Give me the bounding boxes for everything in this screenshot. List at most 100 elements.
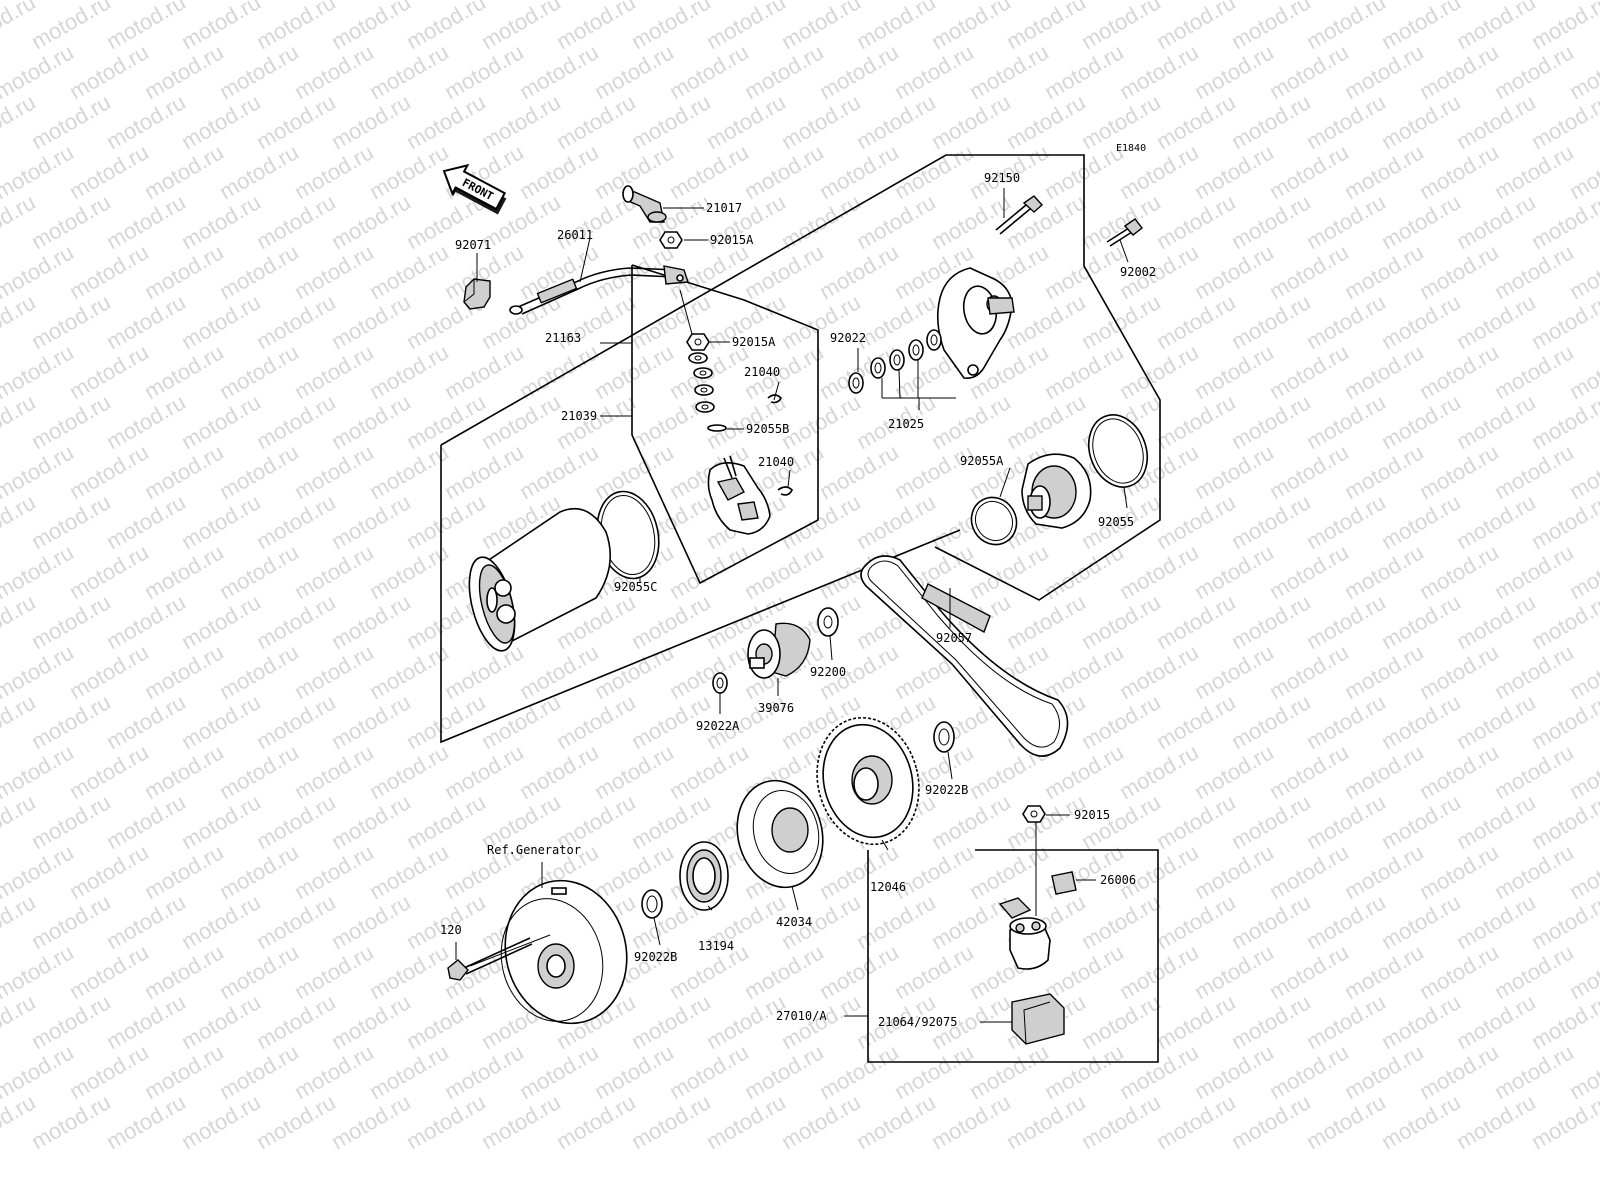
watermark-text: motod.ru xyxy=(365,739,453,804)
part-21039-brush-holder xyxy=(707,455,771,535)
watermark-text: motod.ru xyxy=(1490,1039,1578,1104)
watermark-text: motod.ru xyxy=(252,1089,340,1154)
label-92022A: 92022A xyxy=(696,719,740,733)
watermark-text: motod.ru xyxy=(1040,939,1128,1004)
watermark-text: motod.ru xyxy=(965,1039,1053,1104)
watermark-text: motod.ru xyxy=(815,839,903,904)
watermark-text: motod.ru xyxy=(1415,239,1503,304)
part-21040-clip-a xyxy=(767,394,782,404)
watermark-text: motod.ru xyxy=(402,989,490,1054)
watermark-text: motod.ru xyxy=(777,89,865,154)
watermark-text: motod.ru xyxy=(740,939,828,1004)
watermark-text: motod.ru xyxy=(27,389,115,454)
watermark-text: motod.ru xyxy=(102,989,190,1054)
watermark-text: motod.ru xyxy=(1340,739,1428,804)
label-92022B-right: 92022B xyxy=(925,783,968,797)
part-120-bolt xyxy=(447,937,533,981)
watermark-text: motod.ru xyxy=(590,639,678,704)
watermark-text: motod.ru xyxy=(27,589,115,654)
watermark-text: motod.ru xyxy=(1452,289,1540,354)
watermark-text: motod.ru xyxy=(1077,989,1165,1054)
watermark-text: motod.ru xyxy=(1115,639,1203,704)
watermark-text: motod.ru xyxy=(102,389,190,454)
watermark-text: motod.ru xyxy=(365,439,453,504)
watermark-text: motod.ru xyxy=(927,0,1015,54)
watermark-text: motod.ru xyxy=(552,89,640,154)
watermark-text: motod.ru xyxy=(590,739,678,804)
watermark-text: motod.ru xyxy=(215,239,303,304)
watermark-text: motod.ru xyxy=(1040,839,1128,904)
watermark-text: motod.ru xyxy=(627,89,715,154)
watermark-text: motod.ru xyxy=(552,1089,640,1154)
watermark-text: motod.ru xyxy=(402,0,490,54)
part-generator-rotor xyxy=(500,879,628,1025)
label-39076: 39076 xyxy=(758,701,794,715)
label-92055C: 92055C xyxy=(614,580,657,594)
watermark-text: motod.ru xyxy=(365,1039,453,1104)
watermark-text: motod.ru xyxy=(215,39,303,104)
watermark-text: motod.ru xyxy=(1302,889,1390,954)
label-21064-92075: 21064/92075 xyxy=(878,1015,957,1029)
watermark-text: motod.ru xyxy=(1265,1039,1353,1104)
watermark-text: motod.ru xyxy=(1490,639,1578,704)
watermark-text: motod.ru xyxy=(365,939,453,1004)
watermark-text: motod.ru xyxy=(777,489,865,554)
watermark-text: motod.ru xyxy=(1452,1089,1540,1154)
part-42034-clutch-housing xyxy=(736,779,824,889)
watermark-text: motod.ru xyxy=(1227,89,1315,154)
label-92071: 92071 xyxy=(455,238,491,252)
watermark-text: motod.ru xyxy=(777,389,865,454)
watermark-text: motod.ru xyxy=(1452,589,1540,654)
watermark-text: motod.ru xyxy=(1152,0,1240,54)
part-92015A-nut-mid xyxy=(686,333,710,351)
watermark-text: motod.ru xyxy=(1227,489,1315,554)
label-26011: 26011 xyxy=(557,228,593,242)
watermark-text: motod.ru xyxy=(440,739,528,804)
watermark-text: motod.ru xyxy=(1377,689,1465,754)
watermark-text: motod.ru xyxy=(1115,1039,1203,1104)
label-92057: 92057 xyxy=(936,631,972,645)
label-120: 120 xyxy=(440,923,462,937)
watermark-text: motod.ru xyxy=(290,39,378,104)
watermark-text: motod.ru xyxy=(402,789,490,854)
watermark-text: motod.ru xyxy=(1190,839,1278,904)
watermark-text: motod.ru xyxy=(1265,539,1353,604)
watermark-text: motod.ru xyxy=(65,139,153,204)
watermark-text: motod.ru xyxy=(290,839,378,904)
watermark-text: motod.ru xyxy=(1152,989,1240,1054)
watermark-text: motod.ru xyxy=(852,0,940,54)
watermark-text: motod.ru xyxy=(252,889,340,954)
watermark-text: motod.ru xyxy=(1415,639,1503,704)
part-92150-bolt xyxy=(995,195,1043,235)
watermark-text: motod.ru xyxy=(1265,339,1353,404)
watermark-text: motod.ru xyxy=(927,1089,1015,1154)
watermark-text: motod.ru xyxy=(702,1089,790,1154)
watermark-text: motod.ru xyxy=(1490,839,1578,904)
watermark-text: motod.ru xyxy=(215,339,303,404)
watermark-text: motod.ru xyxy=(1227,889,1315,954)
label-12046: 12046 xyxy=(870,880,906,894)
watermark-text: motod.ru xyxy=(1415,339,1503,404)
watermark-text: motod.ru xyxy=(852,489,940,554)
part-92015A-nut-top xyxy=(659,231,683,249)
watermark-text: motod.ru xyxy=(27,0,115,54)
watermark-text: motod.ru xyxy=(1190,239,1278,304)
watermark-text: motod.ru xyxy=(477,89,565,154)
watermark-text: motod.ru xyxy=(177,489,265,554)
watermark-text: motod.ru xyxy=(1190,139,1278,204)
watermark-text: motod.ru xyxy=(177,0,265,54)
watermark-text: motod.ru xyxy=(65,639,153,704)
watermark-text: motod.ru xyxy=(1152,289,1240,354)
watermark-text: motod.ru xyxy=(515,439,603,504)
watermark-text: motod.ru xyxy=(1377,589,1465,654)
watermark-text: motod.ru xyxy=(177,189,265,254)
watermark-text: motod.ru xyxy=(1302,689,1390,754)
watermark-text: motod.ru xyxy=(102,89,190,154)
watermark-text: motod.ru xyxy=(1490,239,1578,304)
watermark-text: motod.ru xyxy=(1452,89,1540,154)
watermark-text: motod.ru xyxy=(815,939,903,1004)
label-92055B: 92055B xyxy=(746,422,789,436)
watermark-text: motod.ru xyxy=(1377,989,1465,1054)
watermark-text: motod.ru xyxy=(1415,139,1503,204)
watermark-text: motod.ru xyxy=(290,339,378,404)
